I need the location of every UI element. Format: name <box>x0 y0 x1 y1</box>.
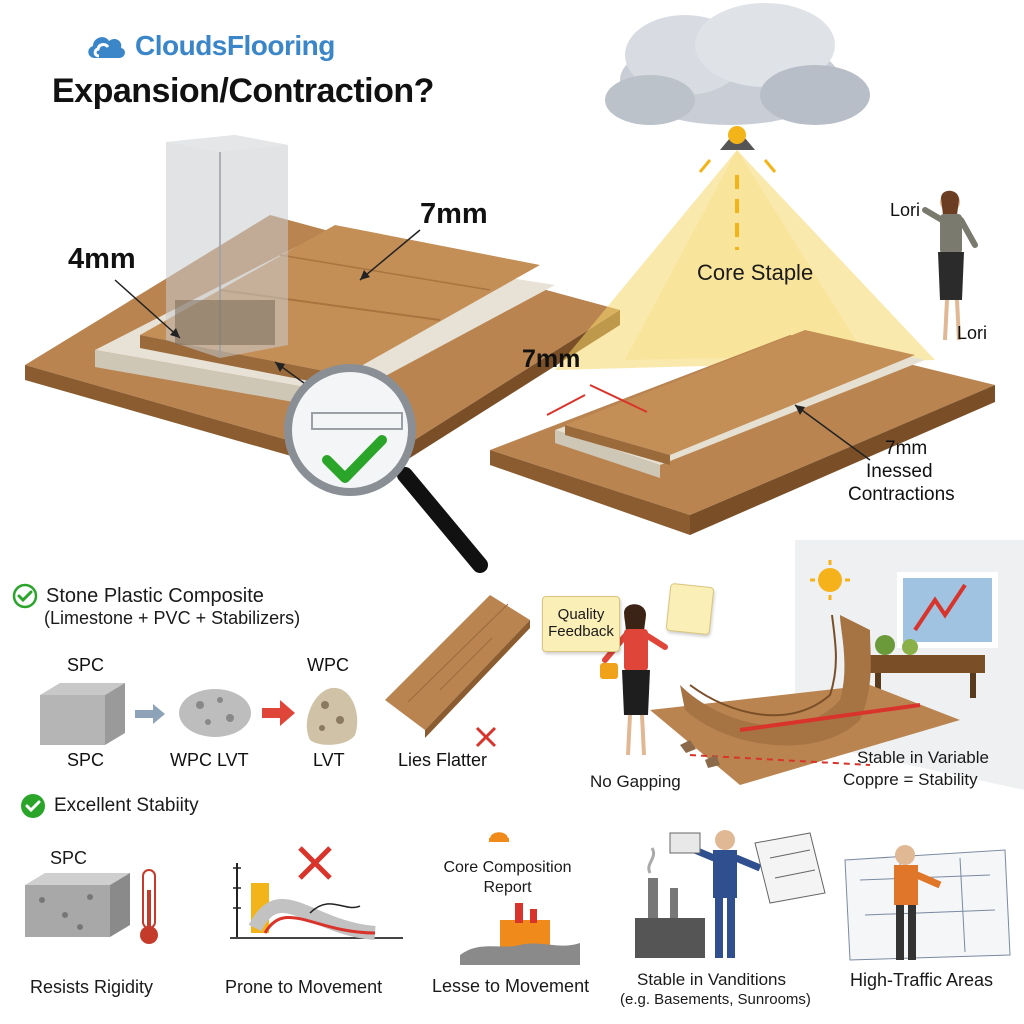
storm-cloud-icon <box>605 3 870 125</box>
spc-slab-thermometer-illustration <box>25 869 158 944</box>
wpc-lvt-blob-icon <box>179 689 251 737</box>
quality-feedback-text: Quality Feedback <box>548 606 614 640</box>
check-circle-filled-icon <box>21 794 45 818</box>
callout-line-1: 7mm <box>885 438 928 459</box>
spc-top-label: SPC <box>67 655 105 675</box>
brand-name: CloudsFlooring <box>135 30 335 61</box>
lvt-bottom-label: LVT <box>313 750 345 770</box>
callout-line-3: Contractions <box>848 484 955 505</box>
red-x-icon <box>298 846 332 880</box>
red-zigzag-arrow-icon <box>913 583 967 632</box>
blueprint-worker-illustration <box>844 845 1011 961</box>
quality-feedback-note: Quality Feedback <box>542 596 620 652</box>
thermometer-icon <box>140 869 158 944</box>
page-title: Expansion/Contraction? <box>52 72 434 110</box>
stability-item-1-top: SPC <box>50 848 88 868</box>
person-label-top: Lori <box>890 200 921 220</box>
wpc-lvt-bottom-label: WPC LVT <box>170 750 249 770</box>
right-thickness-label: 7mm <box>522 345 581 373</box>
lvt-blob-icon <box>306 687 358 745</box>
factory-icon <box>460 903 580 965</box>
stable-variable-caption-2: Coppre = Stability <box>843 770 978 789</box>
spc-bottom-label: SPC <box>67 750 105 770</box>
lies-flatter-label: Lies Flatter <box>398 750 488 770</box>
hero-left-illustration <box>25 135 620 573</box>
sticky-note <box>665 582 715 636</box>
tilted-plank-illustration <box>385 595 530 748</box>
hero-right-illustration <box>490 3 995 535</box>
stability-item-2-caption: Prone to Movement <box>225 977 383 997</box>
material-comparison-diagram <box>40 683 358 745</box>
stability-item-3-top: Core Composition Report <box>443 859 572 896</box>
check-circle-icon <box>12 583 38 609</box>
core-staple-label: Core Staple <box>697 260 814 285</box>
stability-title: Excellent Stabiity <box>54 795 199 816</box>
core-thickness-label: 4mm <box>68 243 136 275</box>
stable-variable-caption-1: Stable in Variable <box>857 748 989 767</box>
red-x-icon <box>475 726 497 748</box>
stability-item-4-caption-2: (e.g. Basements, Sunrooms) <box>620 991 811 1008</box>
plank-thickness-label: 7mm <box>420 198 488 230</box>
right-top-plank <box>565 330 915 455</box>
stability-item-3-caption: Lesse to Movement <box>432 976 590 996</box>
stability-item-1-caption: Resists Rigidity <box>30 977 154 997</box>
person-figure <box>922 190 978 341</box>
engineer-plans-illustration <box>635 830 826 958</box>
callout-line-2: Inessed <box>866 461 933 482</box>
stability-item-4-caption: Stable in Vanditions <box>637 970 787 989</box>
spc-heading: Stone Plastic Composite <box>12 583 264 609</box>
spc-cube-icon <box>40 683 125 745</box>
spc-subtitle: (Limestone + PVC + Stabilizers) <box>44 608 301 628</box>
stability-item-5-caption: High-Traffic Areas <box>850 970 994 990</box>
warped-floor-scene <box>600 540 1024 790</box>
no-gapping-caption: No Gapping <box>590 772 681 791</box>
report-helmet-icon <box>489 832 509 842</box>
stability-heading: Excellent Stabiity <box>20 793 199 819</box>
wpc-top-label: WPC <box>307 655 349 675</box>
prone-movement-chart <box>230 846 403 940</box>
magnifier-check-icon <box>284 364 488 573</box>
sun-icon <box>810 560 850 600</box>
brand: CloudsFlooring <box>85 30 335 62</box>
spc-title: Stone Plastic Composite <box>46 584 264 607</box>
red-arrow-right-icon <box>262 700 295 726</box>
reviewer-figure <box>600 604 668 756</box>
person-label-bottom: Lori <box>957 323 988 343</box>
arrow-right-icon <box>135 704 165 724</box>
cloud-logo-icon <box>88 37 125 58</box>
